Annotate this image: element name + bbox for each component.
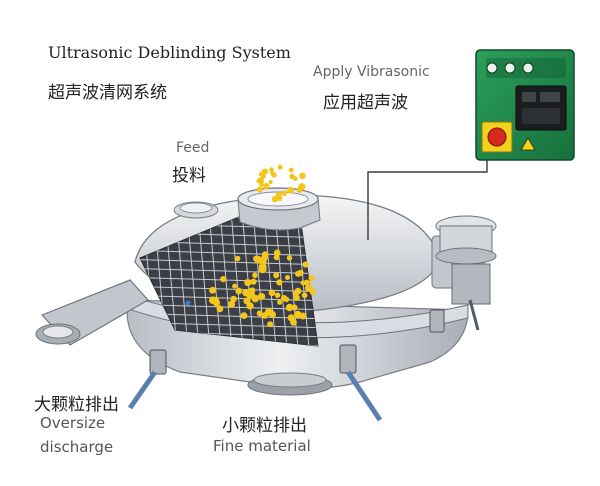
feed-label-chinese: 投料	[172, 166, 206, 186]
apply-vibrasonic-label: Apply Vibrasonic	[313, 64, 430, 80]
particle	[277, 164, 283, 170]
control-box	[475, 49, 575, 161]
particle	[285, 275, 290, 280]
particle	[288, 167, 294, 173]
particle	[256, 310, 263, 317]
particle	[260, 257, 267, 265]
particle	[301, 292, 308, 299]
particle	[294, 287, 302, 295]
oversize-label-line1: Oversize	[40, 414, 106, 432]
particle	[297, 187, 303, 193]
indicator-light-2	[504, 62, 516, 74]
particle	[302, 261, 309, 268]
title-english: Ultrasonic Deblinding System	[48, 43, 291, 62]
material-particles	[208, 164, 316, 328]
particle	[246, 302, 254, 310]
particle	[252, 272, 258, 279]
particle	[261, 312, 269, 319]
particle	[274, 292, 281, 299]
blue-particle	[185, 300, 191, 306]
particle	[293, 294, 300, 301]
particle	[220, 276, 227, 283]
particle	[254, 255, 262, 264]
particle	[234, 255, 241, 262]
particle	[256, 186, 263, 193]
particle	[259, 182, 264, 187]
particle	[216, 305, 224, 313]
leg-center	[345, 370, 383, 422]
particle	[290, 318, 297, 326]
particle	[289, 173, 295, 180]
clamp-center	[339, 344, 357, 374]
oversize-label-line2: discharge	[40, 438, 114, 456]
particle	[277, 196, 283, 202]
particle	[240, 312, 248, 319]
particle	[293, 310, 302, 319]
particle	[270, 171, 275, 176]
main-switch-knob	[487, 127, 507, 147]
particle	[273, 249, 281, 257]
particle	[261, 174, 266, 179]
feed-label: Feed	[176, 140, 210, 156]
particle	[287, 186, 294, 194]
particle	[268, 312, 274, 318]
particle	[263, 183, 270, 190]
leg-left	[127, 370, 158, 410]
particle	[244, 279, 252, 287]
particle	[257, 177, 265, 184]
apply-vibrasonic-label-chinese: 应用超声波	[323, 93, 408, 113]
particle	[297, 269, 304, 277]
particle	[308, 275, 315, 282]
control-cable	[367, 160, 488, 240]
particle	[271, 195, 279, 203]
particle	[227, 300, 236, 308]
particle	[212, 299, 221, 307]
clamp-right	[429, 309, 445, 333]
particle	[276, 279, 283, 286]
oversize-label-chinese: 大颗粒排出	[34, 395, 119, 415]
particle	[303, 279, 310, 286]
fine-material-label-chinese: 小颗粒排出	[222, 416, 307, 436]
particle	[286, 255, 293, 261]
particle	[209, 286, 217, 294]
particle	[246, 290, 255, 298]
particle	[283, 296, 290, 303]
clamp-left	[149, 349, 167, 375]
particle	[281, 190, 288, 196]
particle	[269, 167, 274, 172]
particle	[258, 293, 264, 299]
particle	[273, 272, 280, 279]
particle	[268, 289, 276, 297]
ultrasonic-transducer	[431, 215, 497, 331]
particle	[277, 299, 283, 305]
warning-sign-icon	[520, 137, 536, 151]
indicator-light-1	[486, 62, 498, 74]
particle	[268, 179, 273, 185]
indicator-light-3	[522, 62, 534, 74]
particle	[285, 303, 294, 312]
particle	[273, 254, 280, 261]
particle	[232, 283, 238, 289]
particle	[250, 278, 257, 285]
particle	[235, 287, 243, 295]
particle	[261, 251, 269, 258]
title-chinese: 超声波清网系统	[48, 83, 167, 103]
particle	[267, 321, 274, 328]
particle	[306, 285, 313, 291]
particle	[299, 172, 306, 180]
fine-material-label: Fine material	[213, 437, 311, 455]
particle	[261, 168, 268, 175]
